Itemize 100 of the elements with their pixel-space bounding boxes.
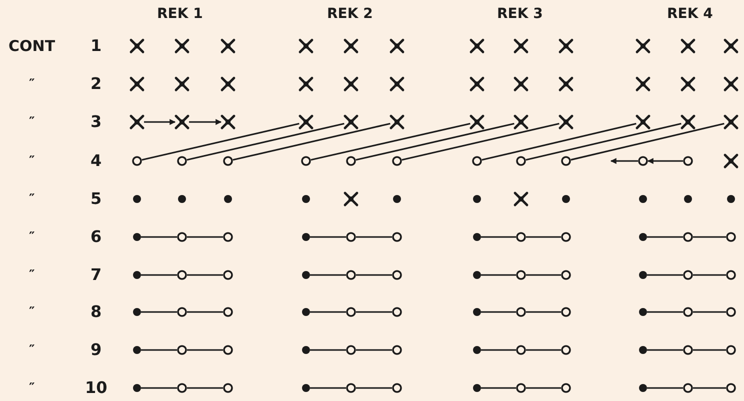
- connector-line: [310, 349, 346, 351]
- open-circle-icon: [177, 307, 187, 317]
- cross-mark-icon: [470, 39, 484, 53]
- connector-line: [693, 387, 726, 389]
- filled-dot-icon: [562, 195, 570, 203]
- filled-dot-icon: [473, 195, 481, 203]
- open-circle-icon: [346, 270, 356, 280]
- connector-line: [526, 236, 561, 238]
- column-heading: REK 3: [497, 7, 543, 21]
- open-circle-icon: [346, 307, 356, 317]
- open-circle-icon: [516, 270, 526, 280]
- connector-line: [186, 122, 344, 161]
- row-number: 6: [90, 229, 102, 245]
- cross-mark-icon: [390, 77, 404, 91]
- cross-mark-icon: [681, 115, 695, 129]
- open-circle-icon: [177, 232, 187, 242]
- cross-mark-icon: [559, 115, 573, 129]
- open-circle-icon: [392, 232, 402, 242]
- cross-mark-icon: [390, 115, 404, 129]
- open-circle-icon: [223, 307, 233, 317]
- filled-dot-icon: [302, 308, 310, 316]
- cross-mark-icon: [344, 192, 358, 206]
- cross-mark-icon: [221, 115, 235, 129]
- filled-dot-icon: [684, 195, 692, 203]
- filled-dot-icon: [133, 308, 141, 316]
- open-circle-icon: [683, 270, 693, 280]
- row-number: 8: [90, 304, 102, 320]
- arrow: [610, 158, 638, 164]
- open-circle-icon: [132, 156, 142, 166]
- connector-line: [141, 387, 177, 389]
- open-circle-icon: [177, 345, 187, 355]
- cross-mark-icon: [636, 115, 650, 129]
- filled-dot-icon: [133, 346, 141, 354]
- filled-dot-icon: [639, 346, 647, 354]
- filled-dot-icon: [302, 195, 310, 203]
- cross-mark-icon: [559, 77, 573, 91]
- connector-line: [187, 311, 223, 313]
- open-circle-icon: [346, 232, 356, 242]
- row-number: 3: [90, 114, 102, 130]
- connector-line: [232, 122, 390, 161]
- cross-mark-icon: [724, 115, 738, 129]
- open-circle-icon: [516, 232, 526, 242]
- connector-line: [647, 387, 683, 389]
- row-number: 2: [90, 76, 102, 92]
- open-circle-icon: [392, 307, 402, 317]
- connector-line: [526, 311, 561, 313]
- connector-line: [310, 274, 346, 276]
- open-circle-icon: [223, 270, 233, 280]
- cross-mark-icon: [636, 39, 650, 53]
- open-circle-icon: [561, 383, 571, 393]
- filled-dot-icon: [133, 384, 141, 392]
- connector-line: [526, 122, 682, 161]
- cross-mark-icon: [514, 115, 528, 129]
- connector-line: [481, 274, 516, 276]
- ditto-mark: ″: [29, 78, 35, 90]
- open-circle-icon: [726, 383, 736, 393]
- filled-dot-icon: [473, 233, 481, 241]
- open-circle-icon: [346, 345, 356, 355]
- filled-dot-icon: [473, 271, 481, 279]
- cross-mark-icon: [681, 39, 695, 53]
- cross-mark-icon: [221, 77, 235, 91]
- cross-mark-icon: [344, 77, 358, 91]
- filled-dot-icon: [393, 195, 401, 203]
- connector-line: [356, 387, 392, 389]
- open-circle-icon: [516, 345, 526, 355]
- cross-mark-icon: [470, 115, 484, 129]
- open-circle-icon: [683, 156, 693, 166]
- open-circle-icon: [177, 156, 187, 166]
- open-circle-icon: [223, 383, 233, 393]
- open-circle-icon: [516, 307, 526, 317]
- ditto-mark: ″: [29, 154, 35, 168]
- cross-mark-icon: [344, 39, 358, 53]
- open-circle-icon: [346, 156, 356, 166]
- ditto-mark: ″: [29, 116, 35, 128]
- column-heading: REK 1: [157, 7, 203, 21]
- open-circle-icon: [561, 270, 571, 280]
- connector-line: [356, 349, 392, 351]
- connector-line: [526, 349, 561, 351]
- row-label: CONT: [8, 38, 56, 54]
- open-circle-icon: [472, 156, 482, 166]
- open-circle-icon: [638, 156, 648, 166]
- cross-mark-icon: [681, 77, 695, 91]
- open-circle-icon: [726, 270, 736, 280]
- row-number: 1: [90, 38, 102, 54]
- connector-line: [647, 236, 683, 238]
- cross-mark-icon: [559, 39, 573, 53]
- open-circle-icon: [392, 270, 402, 280]
- filled-dot-icon: [302, 346, 310, 354]
- cross-mark-icon: [130, 115, 144, 129]
- filled-dot-icon: [639, 384, 647, 392]
- arrow: [189, 119, 222, 125]
- filled-dot-icon: [473, 384, 481, 392]
- connector-line: [310, 311, 346, 313]
- ditto-mark: ″: [29, 268, 35, 282]
- cross-mark-icon: [130, 77, 144, 91]
- filled-dot-icon: [133, 233, 141, 241]
- connector-line: [187, 349, 223, 351]
- connector-line: [526, 274, 561, 276]
- cross-mark-icon: [390, 39, 404, 53]
- connector-line: [187, 236, 223, 238]
